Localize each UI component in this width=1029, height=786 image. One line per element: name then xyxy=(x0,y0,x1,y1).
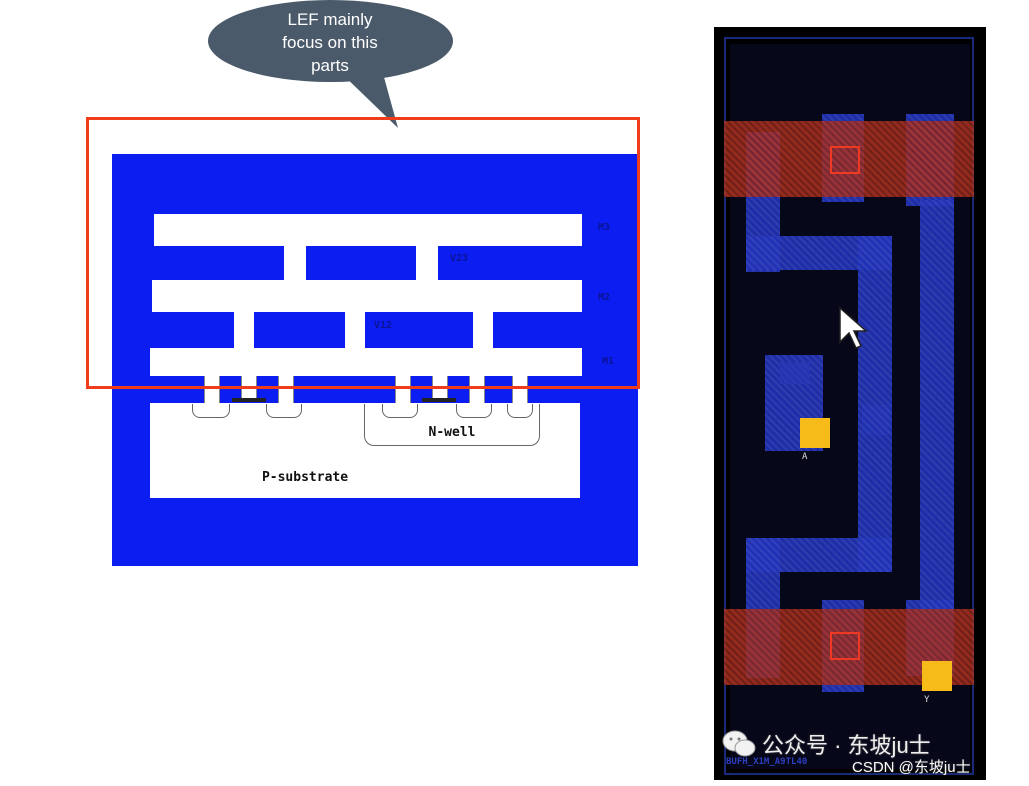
metal-shape xyxy=(780,362,810,384)
callout-line-2: focus on this xyxy=(282,33,378,52)
metal-shape xyxy=(862,405,890,435)
via-square xyxy=(830,632,860,660)
transistor-gate xyxy=(422,398,456,402)
label-m3: M3 xyxy=(598,222,611,233)
csdn-watermark: CSDN @东坡ju士 xyxy=(852,759,971,776)
p-substrate-label: P-substrate xyxy=(261,470,349,485)
label-v12: V12 xyxy=(374,320,393,331)
contact xyxy=(278,376,294,404)
wechat-icon xyxy=(722,730,756,757)
contact xyxy=(204,376,220,404)
lef-highlight-box xyxy=(86,117,640,389)
callout-text: LEF mainly focus on this parts xyxy=(250,8,410,77)
diffusion-region xyxy=(382,404,418,418)
diffusion-region xyxy=(456,404,492,418)
metal-layer-m2 xyxy=(152,280,582,312)
contact xyxy=(469,376,485,404)
cell-name-label: BUFH_X1M_A9TL40 xyxy=(726,757,808,767)
metal-layer-m1 xyxy=(150,348,582,376)
metal-shape xyxy=(858,236,892,572)
callout-line-3: parts xyxy=(311,56,349,75)
pin-a xyxy=(800,418,830,448)
diffusion-region xyxy=(266,404,302,418)
label-v23: V23 xyxy=(450,253,469,264)
metal-shape xyxy=(920,200,954,620)
pin-y xyxy=(922,661,952,691)
label-m2: M2 xyxy=(598,292,611,303)
diffusion-region xyxy=(507,404,533,418)
mouse-pointer-icon xyxy=(839,306,868,349)
metal-layer-m3 xyxy=(154,214,582,246)
pin-a-label: A xyxy=(802,452,808,462)
via-v12 xyxy=(345,312,365,348)
contact xyxy=(395,376,411,404)
via-v23 xyxy=(284,246,306,280)
via-square xyxy=(830,146,860,174)
watermark-text: 公众号 · 东坡ju士 xyxy=(762,733,931,758)
callout-bubble xyxy=(208,0,453,82)
label-m1: M1 xyxy=(602,356,615,367)
via-v12 xyxy=(473,312,493,348)
via-v23 xyxy=(416,246,438,280)
cell-boundary xyxy=(724,37,974,775)
transistor-gate xyxy=(232,398,266,402)
diffusion-region xyxy=(192,404,230,418)
pin-y-label: Y xyxy=(924,695,930,705)
n-well-label: N-well xyxy=(428,425,476,440)
power-rail-top xyxy=(724,121,974,197)
callout-line-1: LEF mainly xyxy=(287,10,373,29)
callout-tail xyxy=(338,70,398,128)
contact xyxy=(512,376,528,404)
via-v12 xyxy=(234,312,254,348)
watermark: 公众号 · 东坡ju士 xyxy=(722,728,931,760)
